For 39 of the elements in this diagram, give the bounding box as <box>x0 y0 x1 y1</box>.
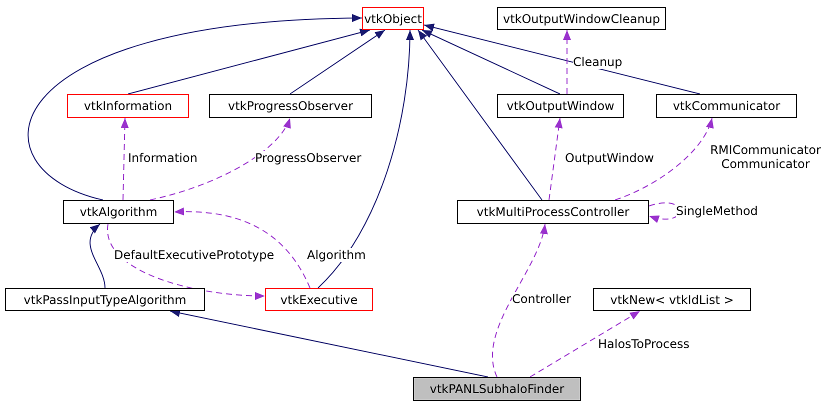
arrow <box>90 224 106 288</box>
class-box: vtkCommunicator <box>656 94 797 118</box>
class-box: vtkOutputWindowCleanup <box>497 7 666 30</box>
arrow <box>128 28 370 94</box>
edge-label: Controller <box>512 292 572 306</box>
dashed-arrow <box>492 224 547 378</box>
arrow <box>28 14 362 200</box>
arrow <box>418 30 542 200</box>
edge-label: HalosToProcess <box>598 337 690 351</box>
edge-label: SingleMethod <box>676 204 758 218</box>
arrow <box>424 24 700 94</box>
edge-label: OutputWindow <box>565 151 654 165</box>
arrow <box>290 30 386 94</box>
class-box: vtkMultiProcessController <box>457 200 649 224</box>
class-box: vtkNew< vtkIdList > <box>593 288 751 311</box>
class-box: vtkAlgorithm <box>63 200 174 224</box>
edge-label: ProgressObserver <box>255 151 362 165</box>
arrow <box>318 30 414 288</box>
dashed-arrow <box>107 224 266 300</box>
dashed-arrow <box>548 118 563 200</box>
dashed-arrow <box>530 310 640 378</box>
class-box: vtkObject <box>362 7 424 30</box>
dashed-arrow <box>174 208 310 288</box>
class-box: vtkPANLSubhaloFinder <box>413 377 581 401</box>
edge-label: DefaultExecutivePrototype <box>114 248 274 262</box>
class-box: vtkOutputWindow <box>497 94 624 118</box>
dashed-arrow <box>120 118 129 200</box>
class-box: vtkProgressObserver <box>209 94 372 118</box>
class-box: vtkPassInputTypeAlgorithm <box>5 288 205 311</box>
dashed-arrow <box>563 30 571 94</box>
arrow <box>422 30 560 94</box>
dashed-arrow <box>150 118 290 200</box>
dashed-arrow <box>614 118 713 200</box>
edge-label: Algorithm <box>307 248 366 262</box>
edge-label: Information <box>128 151 198 165</box>
class-box: vtkInformation <box>67 94 189 118</box>
class-box: vtkExecutive <box>265 288 373 311</box>
arrow <box>170 309 488 378</box>
edge-label: Cleanup <box>573 55 622 69</box>
